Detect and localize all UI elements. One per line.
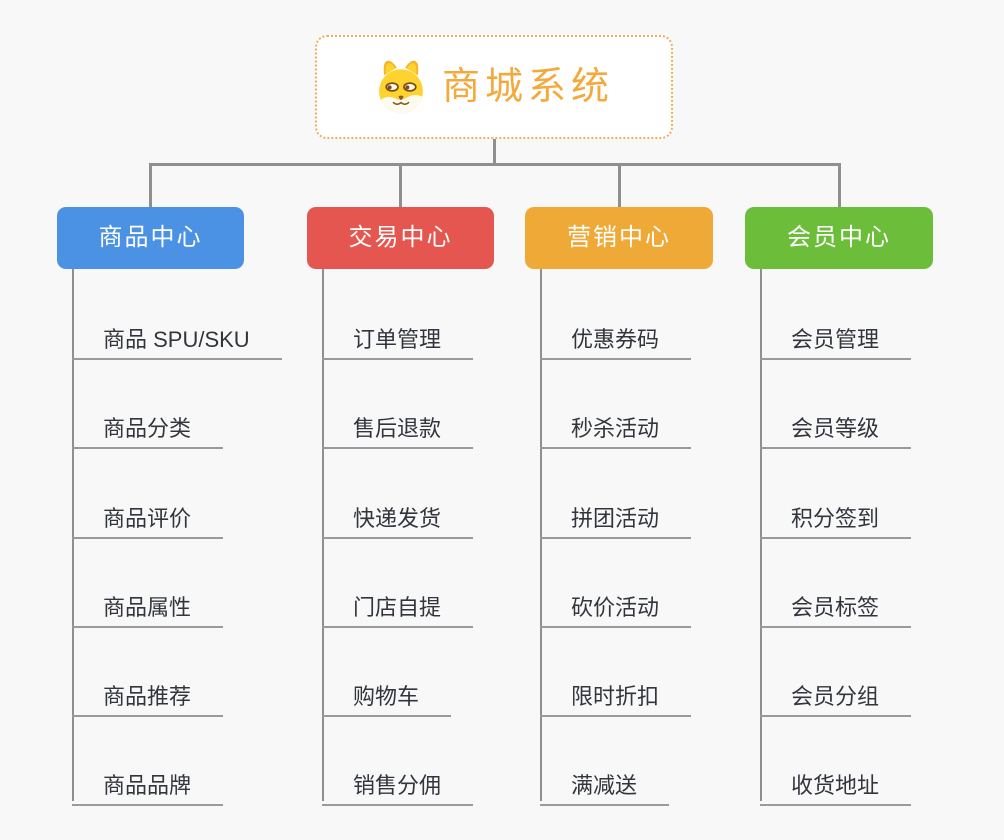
dog-face-icon bbox=[374, 58, 428, 116]
branch-node-2[interactable]: 交易中心 bbox=[307, 207, 494, 269]
leaf-item[interactable]: 会员管理 bbox=[760, 314, 912, 360]
connector-line bbox=[149, 163, 841, 166]
leaf-item[interactable]: 会员等级 bbox=[760, 403, 912, 449]
connector-line bbox=[399, 163, 402, 207]
connector-line bbox=[149, 163, 152, 207]
leaf-item[interactable]: 商品评价 bbox=[72, 493, 224, 539]
branch-node-1[interactable]: 商品中心 bbox=[57, 207, 244, 269]
branch-node-3[interactable]: 营销中心 bbox=[525, 207, 713, 269]
leaf-item[interactable]: 砍价活动 bbox=[540, 582, 692, 628]
leaf-item[interactable]: 积分签到 bbox=[760, 493, 912, 539]
leaf-item[interactable]: 拼团活动 bbox=[540, 493, 692, 539]
branch-label: 交易中心 bbox=[348, 224, 453, 251]
leaf-item[interactable]: 快递发货 bbox=[322, 493, 474, 539]
connector-line bbox=[540, 269, 542, 801]
connector-line bbox=[492, 139, 496, 166]
branch-label: 会员中心 bbox=[787, 224, 891, 251]
branch-label: 商品中心 bbox=[98, 224, 203, 251]
leaf-item[interactable]: 限时折扣 bbox=[540, 671, 692, 717]
leaf-item[interactable]: 会员分组 bbox=[760, 671, 912, 717]
branch-label: 营销中心 bbox=[567, 224, 671, 251]
root-title: 商城系统 bbox=[441, 66, 614, 108]
leaf-item[interactable]: 售后退款 bbox=[322, 403, 474, 449]
leaf-item[interactable]: 满减送 bbox=[540, 760, 670, 806]
root-node[interactable]: 商城系统 bbox=[315, 35, 673, 139]
leaf-item[interactable]: 销售分佣 bbox=[322, 760, 474, 806]
connector-line bbox=[617, 163, 621, 207]
leaf-item[interactable]: 会员标签 bbox=[760, 582, 912, 628]
leaf-item[interactable]: 商品 SPU/SKU bbox=[72, 314, 282, 360]
connector-line bbox=[837, 163, 841, 207]
leaf-item[interactable]: 优惠券码 bbox=[540, 314, 692, 360]
leaf-item[interactable]: 商品分类 bbox=[72, 403, 224, 449]
connector-line bbox=[72, 269, 74, 801]
leaf-item[interactable]: 门店自提 bbox=[322, 582, 474, 628]
leaf-item[interactable]: 商品品牌 bbox=[72, 760, 224, 806]
connector-line bbox=[760, 269, 762, 801]
branch-node-4[interactable]: 会员中心 bbox=[745, 207, 933, 269]
connector-line bbox=[322, 269, 324, 801]
leaf-item[interactable]: 商品属性 bbox=[72, 582, 224, 628]
leaf-item[interactable]: 订单管理 bbox=[322, 314, 474, 360]
leaf-item[interactable]: 购物车 bbox=[322, 671, 452, 717]
leaf-item[interactable]: 收货地址 bbox=[760, 760, 912, 806]
leaf-item[interactable]: 秒杀活动 bbox=[540, 403, 692, 449]
leaf-item[interactable]: 商品推荐 bbox=[72, 671, 224, 717]
